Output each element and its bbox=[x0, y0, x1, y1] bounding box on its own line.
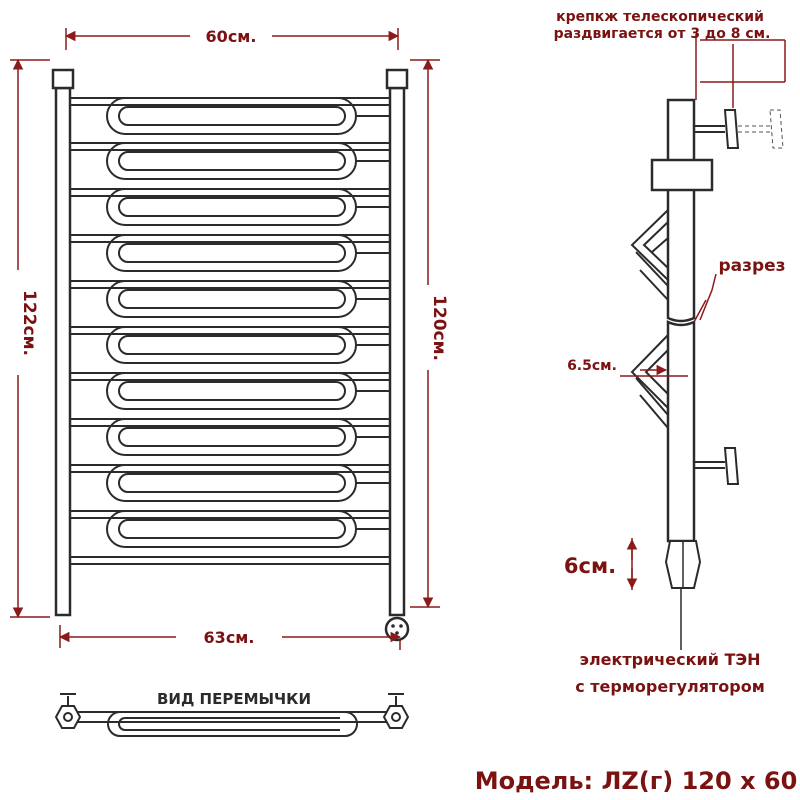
model-label: Модель: ЛZ(г) 120 х 60 bbox=[475, 767, 798, 795]
heater-height-label: 6см. bbox=[564, 554, 616, 578]
coil-outer bbox=[106, 326, 375, 364]
heater-label-line1: электрический ТЭН bbox=[579, 650, 760, 669]
height-outer-label: 122см. bbox=[19, 290, 39, 356]
coil-inner bbox=[118, 335, 346, 355]
coil-inner bbox=[118, 106, 346, 126]
coil-inner bbox=[118, 381, 346, 401]
coil-inner bbox=[118, 243, 346, 263]
coil-outer bbox=[106, 280, 375, 318]
left-pipe bbox=[54, 86, 72, 617]
coil-outer bbox=[106, 372, 375, 410]
coil-outer bbox=[106, 97, 375, 135]
height-inner-label: 120см. bbox=[429, 295, 449, 361]
coil-inner bbox=[118, 427, 346, 447]
section-label: разрез bbox=[718, 256, 785, 276]
side-dimensions bbox=[620, 34, 786, 590]
telescopic-clamp bbox=[650, 158, 714, 192]
front-dimensions bbox=[10, 28, 440, 650]
coil-inner bbox=[118, 197, 346, 217]
coil-inner bbox=[118, 289, 346, 309]
coil-inner bbox=[118, 151, 346, 171]
heater-label-line2: с терморегулятором bbox=[575, 677, 765, 696]
side-tube-lower bbox=[666, 320, 696, 543]
coil-inner bbox=[118, 473, 346, 493]
left-top-cap bbox=[51, 68, 75, 90]
width-top-label: 60см. bbox=[206, 27, 257, 46]
right-pipe bbox=[388, 86, 406, 617]
coil-outer bbox=[106, 234, 375, 272]
right-top-cap bbox=[385, 68, 409, 90]
mount-label-line1: крепкж телескопический bbox=[556, 9, 764, 25]
serpentine-coils bbox=[70, 97, 390, 565]
coil-inner bbox=[118, 519, 346, 539]
coil-outer bbox=[106, 142, 375, 180]
side-view bbox=[630, 98, 784, 650]
jumper-view bbox=[54, 693, 410, 737]
coil-outer bbox=[106, 418, 375, 456]
jumper-view-label: ВИД ПЕРЕМЫЧКИ bbox=[157, 690, 311, 708]
side-tube-upper bbox=[666, 98, 696, 323]
gap-label: 6.5см. bbox=[567, 358, 617, 374]
coil-outer bbox=[106, 188, 375, 226]
coil-outer bbox=[106, 464, 375, 502]
front-view bbox=[51, 68, 410, 642]
mount-label-line2: раздвигается от 3 до 8 см. bbox=[554, 26, 771, 42]
width-bottom-label: 63см. bbox=[204, 628, 255, 647]
coil-outer bbox=[106, 510, 375, 548]
